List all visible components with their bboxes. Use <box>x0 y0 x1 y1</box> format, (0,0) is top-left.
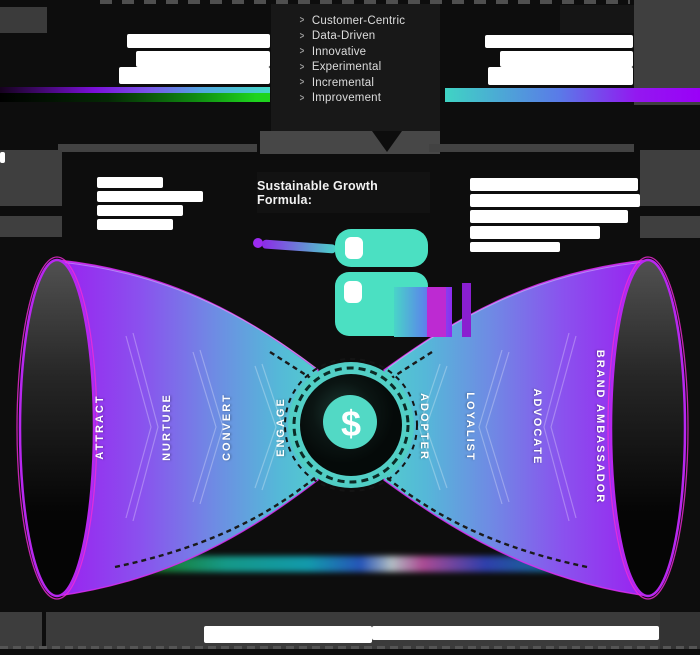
dashed-edge-lines <box>114 350 588 569</box>
redacted-heading-left-line <box>136 51 270 67</box>
funnel-reflection <box>90 556 610 572</box>
redacted-heading-left-line <box>119 67 270 84</box>
gradient-bar-left-green <box>0 93 270 102</box>
funnel-stage-attract: ATTRACT <box>94 394 106 460</box>
panel-pointer-notch <box>372 131 402 152</box>
right-mouth-outer-rim <box>607 256 689 600</box>
funnel-stage-brand-ambassador: BRAND AMBASSADOR <box>594 349 606 505</box>
principles-item-label: Data-Driven <box>311 30 376 43</box>
funnel-stage-advocate: ADVOCATE <box>531 388 543 466</box>
left-mouth <box>18 258 96 598</box>
gray-patch-mid-right <box>640 150 700 238</box>
redacted-paragraph-right-line <box>470 242 560 252</box>
center-dashed-ring <box>292 366 410 484</box>
redacted-paragraph-right-line <box>470 210 628 223</box>
redacted-heading-right-line <box>485 35 633 48</box>
black-band-left <box>0 206 97 216</box>
cone-edge-highlight <box>59 261 317 369</box>
redacted-paragraph-left-line <box>97 219 173 230</box>
gray-strip-mid-left <box>58 144 257 152</box>
gray-patch-bottom-right <box>660 612 700 649</box>
center-dollar-circle <box>323 395 377 449</box>
formula-white-square-1 <box>345 237 363 259</box>
formula-heading-box: Sustainable Growth Formula: <box>257 172 430 213</box>
gradient-bar-right-teal-purple <box>445 88 700 102</box>
principles-item-label: Improvement <box>311 92 382 105</box>
formula-white-square-2 <box>344 281 362 303</box>
redacted-paragraph-left-line <box>97 177 163 188</box>
principles-item: > Data-Driven <box>299 29 405 45</box>
cone-edge-highlight <box>387 261 646 369</box>
redacted-caption-right <box>372 626 659 640</box>
principles-item-label: Incremental <box>311 76 375 89</box>
chevron-right-icon: > <box>299 15 305 27</box>
bottom-dashed-border <box>0 646 700 649</box>
chevron-right-icon: > <box>299 46 305 58</box>
principles-item-label: Customer-Centric <box>311 14 406 27</box>
redacted-heading-left-line <box>127 34 270 48</box>
redacted-caption-left <box>204 626 372 643</box>
gradient-bar-left-purple-teal <box>0 87 270 93</box>
formula-magenta-bar <box>427 287 446 337</box>
principles-item: > Experimental <box>299 60 405 76</box>
funnel-stage-adopter: ADOPTER <box>418 393 430 461</box>
redacted-paragraph-right-line <box>470 226 600 239</box>
principles-item-label: Innovative <box>311 45 367 58</box>
center-outer-dashed-ring <box>284 358 418 492</box>
funnel-stage-nurture: NURTURE <box>161 393 173 461</box>
redacted-paragraph-left-line <box>97 191 203 202</box>
chevron-right-icon: > <box>299 61 305 73</box>
funnel-stage-convert: CONVERT <box>221 393 233 461</box>
gray-patch-top-right <box>634 0 700 105</box>
formula-purple-strip <box>462 283 471 337</box>
redacted-paragraph-right-line <box>470 178 638 191</box>
formula-heading: Sustainable Growth Formula: <box>257 178 378 207</box>
formula-dot <box>253 238 263 248</box>
top-dashed-border <box>100 0 630 4</box>
principles-item: > Innovative <box>299 44 405 60</box>
redacted-heading-right-line <box>488 67 633 85</box>
chevron-right-icon: > <box>299 92 305 104</box>
left-mouth-outer-rim <box>16 256 98 600</box>
dollar-sign: $ <box>340 403 362 444</box>
gray-patch-mid-left <box>0 150 62 237</box>
redacted-paragraph-left-line <box>97 205 183 216</box>
principles-item: > Incremental <box>299 75 405 91</box>
black-band-right <box>630 206 700 216</box>
principles-panel <box>271 4 440 131</box>
chevron-right-icon: > <box>299 30 305 42</box>
principles-list: > Customer-Centric > Data-Driven > Innovati… <box>299 13 405 106</box>
principles-item: > Improvement <box>299 91 405 107</box>
black-box-top-right <box>560 5 634 33</box>
funnel-stage-loyalist: LOYALIST <box>464 392 476 462</box>
gray-patch-bottom-left <box>0 612 42 649</box>
principles-item-label: Experimental <box>311 61 382 74</box>
principles-item: > Customer-Centric <box>299 13 405 29</box>
right-mouth <box>609 258 687 598</box>
gray-patch-top-left <box>0 7 47 33</box>
funnel-stage-engage: ENGAGE <box>275 397 287 457</box>
chevron-right-icon: > <box>299 77 305 89</box>
gray-strip-mid-right <box>429 144 634 152</box>
funnel-section-dividers <box>125 332 577 522</box>
redacted-heading-right-line <box>500 51 633 67</box>
white-fragment <box>0 152 5 163</box>
redacted-paragraph-right-line <box>470 194 640 207</box>
